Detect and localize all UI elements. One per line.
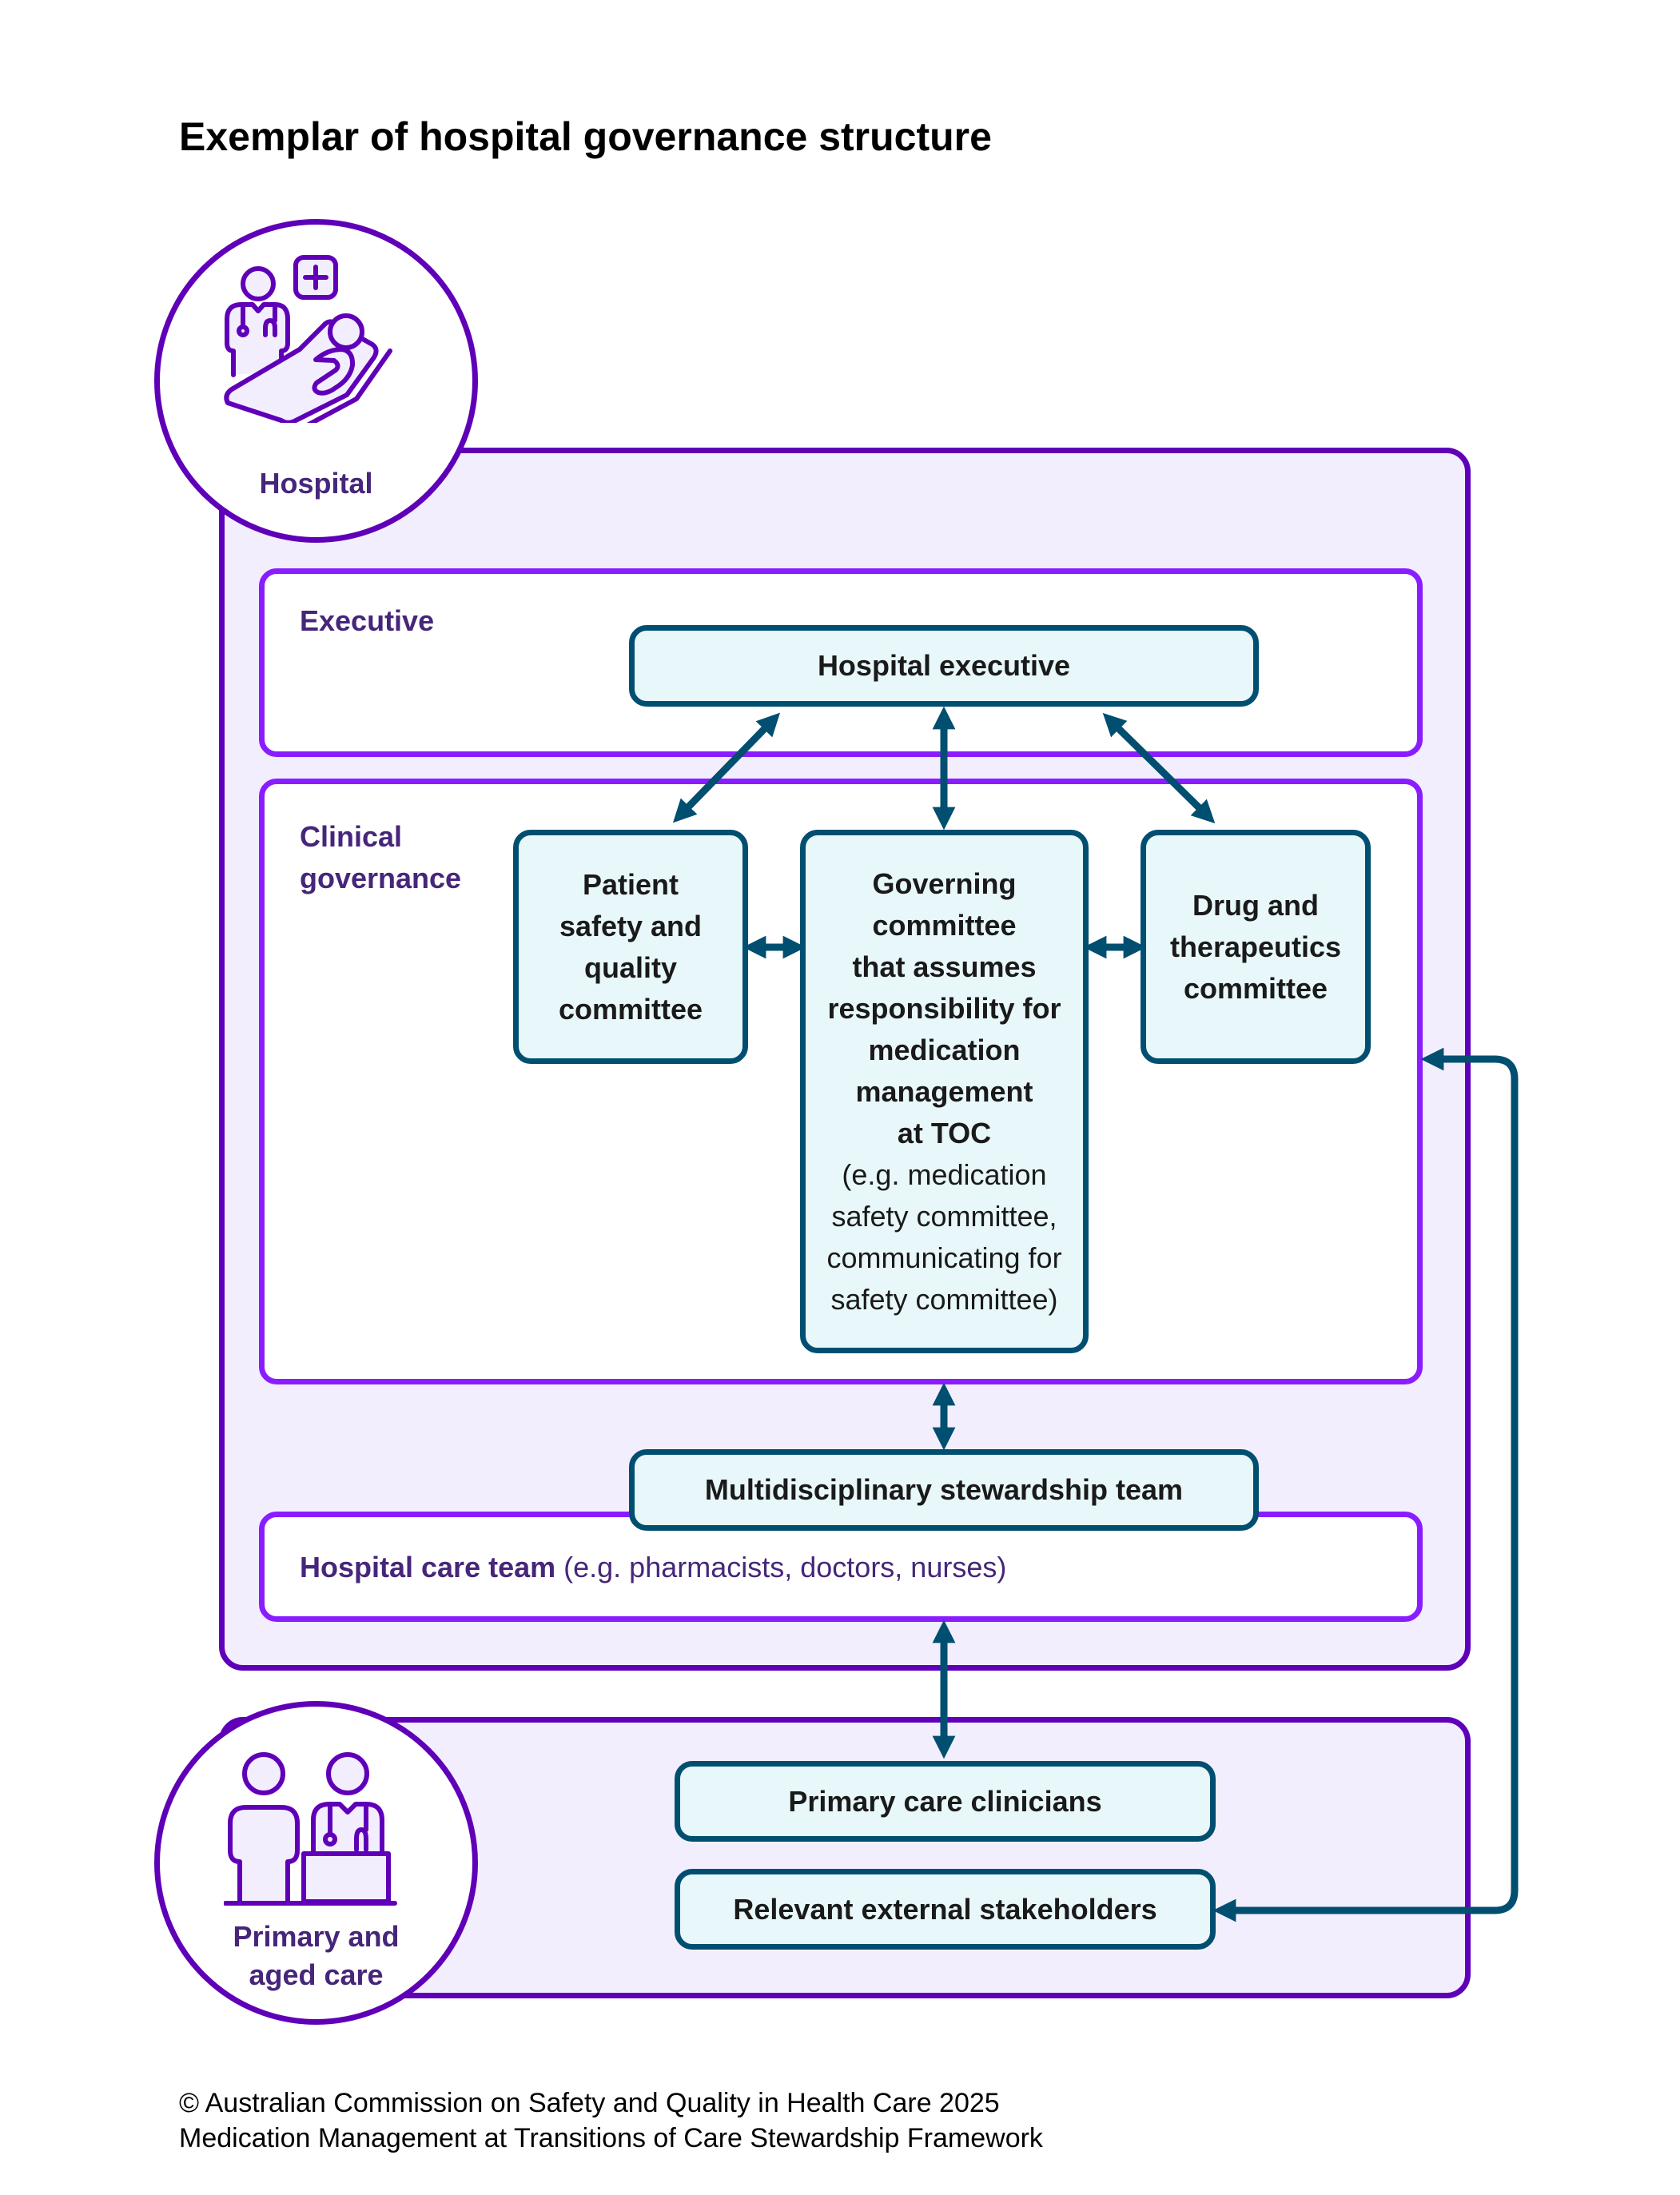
hospital-executive-box[interactable]: Hospital executive [629,625,1259,707]
external-stakeholders-box[interactable]: Relevant external stakeholders [675,1869,1216,1950]
multidisciplinary-stewardship-team-box[interactable]: Multidisciplinary stewardship team [629,1449,1259,1531]
text-line: therapeutics [1169,930,1342,963]
text-line: communicating for [826,1241,1062,1274]
text-line: safety committee, [831,1199,1057,1233]
text-line: Drug and [1192,888,1319,922]
hospital-label: Hospital [259,467,373,500]
hospital-executive-text: Hospital executive [817,649,1071,682]
executive-label: Executive [300,604,435,637]
text-line: committee [1183,971,1328,1005]
clinical-governance-label-line2: governance [300,862,462,894]
care-team-detail: (e.g. pharmacists, doctors, nurses) [555,1551,1007,1584]
governing-committee-text: Governing committee that assumes respons… [826,863,1061,1321]
text-line: at TOC [897,1116,992,1149]
diagram-title: Exemplar of hospital governance structur… [179,114,992,159]
footer-copyright: © Australian Commission on Safety and Qu… [179,2088,1000,2118]
text-line: safety and [559,909,703,942]
text-line: quality [583,950,677,984]
text-line: Governing [872,866,1017,900]
governing-committee-box[interactable]: Governing committee that assumes respons… [800,830,1089,1353]
text-line: medication [868,1033,1021,1066]
drug-therapeutics-committee-box[interactable]: Drug and therapeutics committee [1141,830,1371,1064]
text-line: safety committee) [830,1282,1058,1316]
text-line: responsibility for [827,991,1061,1025]
text-line: committee [558,992,703,1026]
external-stakeholders-text: Relevant external stakeholders [733,1892,1157,1926]
primary-care-circle: Primary and aged care [154,1701,478,2025]
text-line: (e.g. medication [842,1157,1047,1191]
text-line: Patient [582,867,679,901]
hospital-circle: Hospital [154,219,478,543]
text-line: management [855,1074,1033,1108]
primary-care-clinicians-text: Primary care clinicians [788,1784,1102,1818]
patient-safety-committee-text: Patient safety and quality committee [559,864,703,1030]
drug-therapeutics-committee-text: Drug and therapeutics committee [1170,885,1341,1010]
text-line: committee [872,908,1017,942]
primary-care-label-line1: Primary and [233,1920,400,1953]
stewardship-team-text: Multidisciplinary stewardship team [704,1473,1184,1506]
hospital-bed-doctor-icon [224,255,392,423]
clinical-governance-label: Clinical governance [300,816,461,899]
patient-doctor-desk-icon [224,1752,397,1906]
primary-care-clinicians-box[interactable]: Primary care clinicians [675,1761,1216,1842]
clinical-governance-label-line1: Clinical [300,820,403,853]
footer-framework: Medication Management at Transitions of … [179,2123,1043,2153]
care-team-bold: Hospital care team [300,1551,556,1584]
primary-care-label-line2: aged care [249,1958,384,1991]
primary-care-label: Primary and aged care [160,1918,472,1994]
text-line: that assumes [852,950,1037,983]
patient-safety-committee-box[interactable]: Patient safety and quality committee [513,830,748,1064]
hospital-care-team-label: Hospital care team (e.g. pharmacists, do… [300,1551,1006,1584]
